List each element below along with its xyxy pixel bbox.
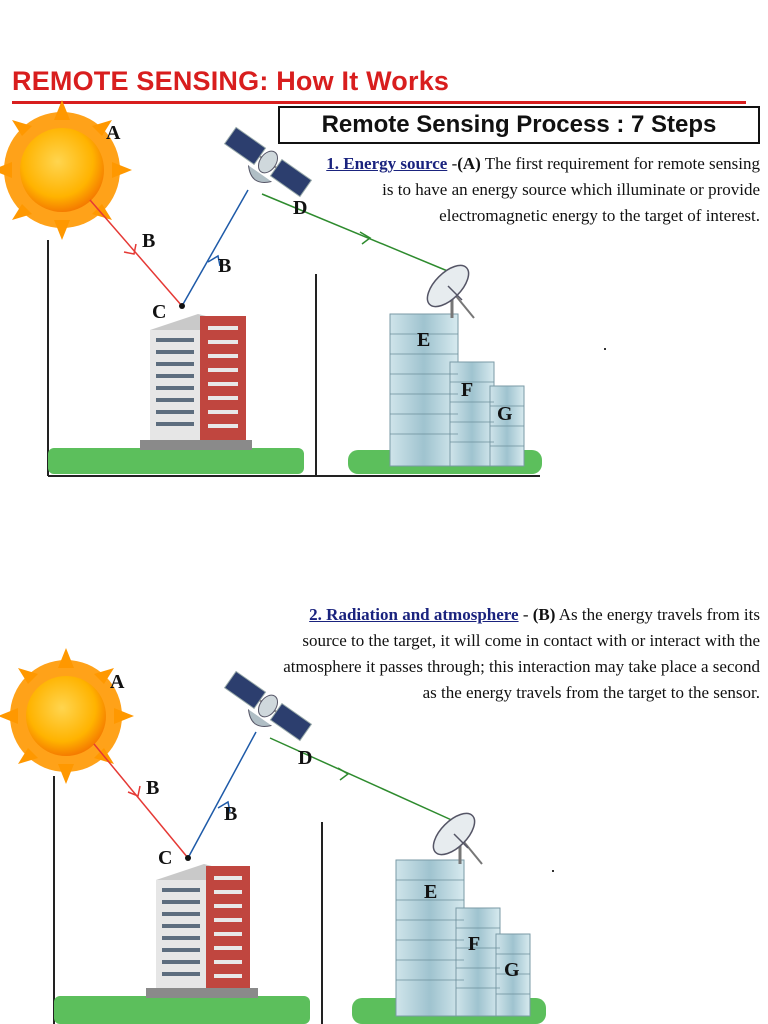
reflected-ray xyxy=(181,189,249,307)
label-a: A xyxy=(106,122,121,144)
satellite-dish-icon xyxy=(426,264,475,319)
satellite-icon xyxy=(223,126,313,198)
label-g: G xyxy=(497,403,513,425)
downlink-ray xyxy=(269,737,457,823)
office-buildings-icon xyxy=(395,859,531,1017)
step-2-text: As the energy travels from its source to… xyxy=(283,605,760,702)
apartment-building-icon xyxy=(146,864,258,998)
incident-ray xyxy=(89,199,183,307)
label-d: D xyxy=(293,197,307,219)
label-b-reflected: B xyxy=(224,803,237,825)
diagram-2: A B B C D E F G xyxy=(0,648,546,1024)
frame-lines xyxy=(47,240,540,477)
target-point xyxy=(179,303,185,309)
downlink-ray xyxy=(261,193,451,273)
office-buildings-icon xyxy=(389,313,525,467)
satellite-icon xyxy=(223,670,313,742)
step-1-heading: 1. Energy source xyxy=(326,154,448,173)
label-a: A xyxy=(110,671,125,693)
step-2-heading: 2. Radiation and atmosphere xyxy=(309,605,519,624)
reflected-ray xyxy=(187,731,257,859)
ground-left xyxy=(54,996,310,1024)
label-b-incident: B xyxy=(142,230,155,252)
label-b-reflected: B xyxy=(218,255,231,277)
label-c: C xyxy=(158,847,172,869)
target-point xyxy=(185,855,191,861)
label-b-incident: B xyxy=(146,777,159,799)
label-g: G xyxy=(504,959,520,981)
apartment-building-icon xyxy=(140,314,252,450)
satellite-dish-icon xyxy=(432,812,483,865)
ground-left xyxy=(48,448,304,474)
page-title: REMOTE SENSING: How It Works xyxy=(12,66,450,96)
label-d: D xyxy=(298,747,312,769)
label-e: E xyxy=(417,329,430,351)
process-title-box: Remote Sensing Process : 7 Steps xyxy=(278,106,760,144)
label-f: F xyxy=(468,933,480,955)
step-2-separator: - xyxy=(518,605,533,624)
frame-lines xyxy=(53,776,323,1024)
step-1-text: The first requirement for remote sensing… xyxy=(382,154,760,225)
step-1-tag: (A) xyxy=(457,154,481,173)
step-1-description: 1. Energy source -(A) The first requirem… xyxy=(320,151,760,229)
incident-ray xyxy=(93,743,189,859)
step-1-separator: - xyxy=(447,154,458,173)
diagram-1: A B B C D E F G xyxy=(0,100,542,477)
stray-dot xyxy=(604,348,606,350)
step-2-description: 2. Radiation and atmosphere - (B) As the… xyxy=(280,602,760,706)
stray-dot xyxy=(552,870,554,872)
label-c: C xyxy=(152,301,166,323)
sun-icon xyxy=(0,100,132,240)
step-2-tag: (B) xyxy=(532,605,556,624)
label-e: E xyxy=(424,881,437,903)
sun-icon xyxy=(0,648,134,784)
title-underline xyxy=(12,101,746,104)
label-f: F xyxy=(461,379,473,401)
